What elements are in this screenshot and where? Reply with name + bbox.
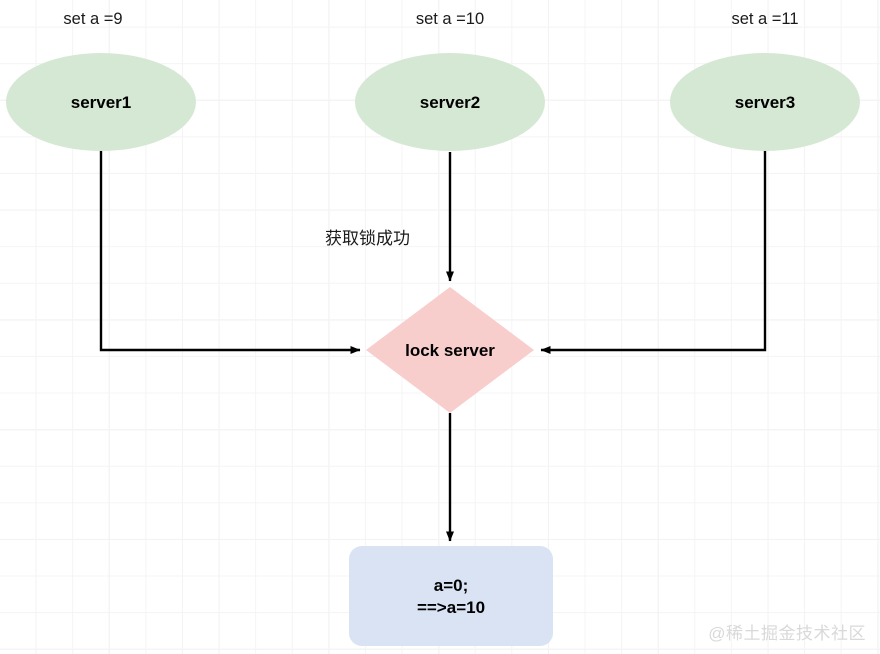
watermark: @稀土掘金技术社区 (708, 624, 866, 643)
edge-label-acquire-lock-success: 获取锁成功 (325, 229, 410, 248)
node-server2[interactable] (355, 53, 545, 151)
edge-server3-to-lock (540, 150, 767, 354)
node-lock-server[interactable] (366, 287, 534, 413)
node-server1[interactable] (6, 53, 196, 151)
edge-server1-to-lock (99, 150, 361, 354)
label-set-a-10: set a =10 (415, 10, 485, 28)
node-result-box[interactable] (349, 546, 553, 646)
label-set-a-11: set a =11 (731, 10, 799, 28)
node-server3[interactable] (670, 53, 860, 151)
label-set-a-9: set a =9 (63, 10, 123, 28)
